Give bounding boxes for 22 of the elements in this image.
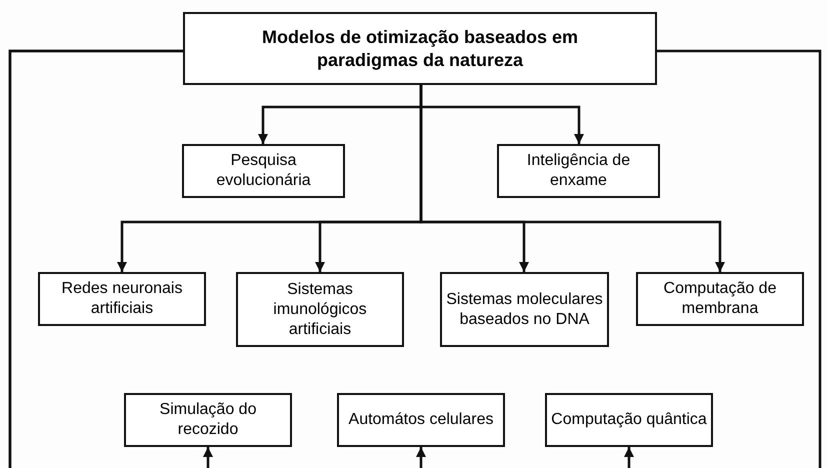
title-box bbox=[183, 12, 657, 85]
box-label: Modelos de otimização baseados em paradigmas da natureza bbox=[260, 26, 580, 71]
category-box bbox=[545, 393, 713, 447]
box-label: Pesquisa evolucionária bbox=[215, 151, 312, 191]
category-box bbox=[182, 144, 345, 198]
box-label: Computação de membrana bbox=[662, 279, 778, 319]
category-box bbox=[440, 272, 609, 347]
box-label: Automátos celulares bbox=[348, 410, 494, 430]
box-label: Redes neuronais artificiais bbox=[60, 279, 184, 319]
box-label: Sistemas moleculares baseados no DNA bbox=[446, 290, 603, 330]
box-label: Computação quântica bbox=[551, 410, 707, 430]
category-box bbox=[337, 393, 505, 447]
box-label: Inteligência de enxame bbox=[526, 151, 632, 191]
arrow bbox=[624, 50, 822, 468]
arrow bbox=[8, 50, 426, 468]
category-box bbox=[236, 272, 404, 347]
category-box bbox=[124, 393, 292, 447]
box-label: Simulação do recozido bbox=[158, 400, 258, 440]
category-box bbox=[38, 272, 206, 326]
box-label: Sistemas imunológicos artificiais bbox=[272, 280, 368, 340]
category-box bbox=[497, 144, 660, 198]
category-box bbox=[636, 272, 804, 326]
